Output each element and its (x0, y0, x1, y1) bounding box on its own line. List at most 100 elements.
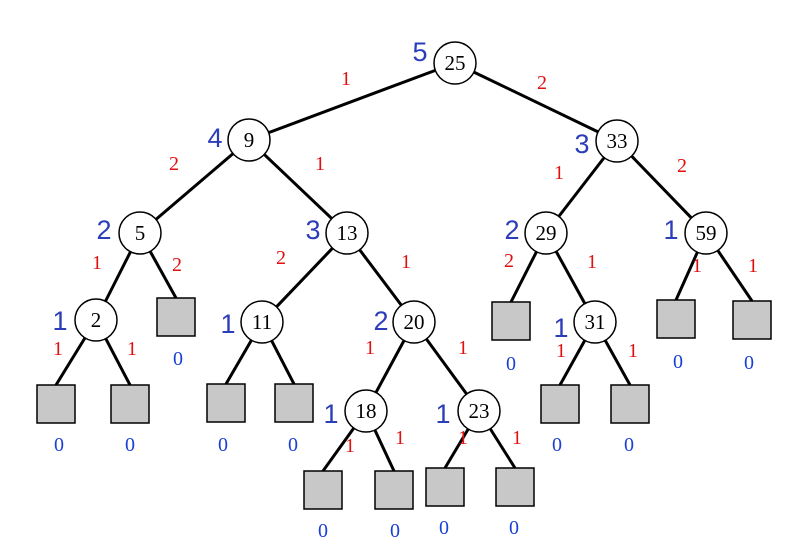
node-rank-label: 1 (553, 313, 568, 343)
null-leaf-square (610, 384, 650, 424)
null-leaf-square (732, 300, 772, 340)
null-leaf-square (491, 301, 531, 341)
node-key: 20 (404, 310, 425, 334)
leaf-l31l: 0 (540, 384, 580, 456)
node-rank-label: 5 (412, 37, 427, 67)
node-circle (524, 211, 568, 255)
edge-weight-label: 1 (345, 435, 355, 457)
node-key: 13 (337, 221, 358, 245)
tree-node-33: 333 (574, 119, 639, 163)
edge-weight-label: 2 (677, 155, 687, 177)
node-rank-label: 4 (207, 123, 222, 153)
null-leaf-square (156, 297, 196, 337)
leaf-l11l: 0 (206, 383, 246, 456)
node-key: 11 (252, 310, 272, 334)
edge-weight-label: 1 (395, 427, 405, 449)
leaf-l2l: 0 (36, 384, 76, 456)
null-leaf-square (425, 467, 465, 507)
edge-n23-l23r (488, 427, 517, 469)
edge-n18-l18r (373, 429, 396, 472)
edge-n13-n11 (275, 247, 334, 308)
edge-n31-l31r (603, 339, 632, 386)
edge-n31-l31l (558, 339, 587, 386)
edge-weight-label: 1 (458, 427, 468, 449)
leaf-rank-label: 0 (318, 520, 328, 542)
leaf-rank-label: 0 (390, 520, 400, 542)
node-circle (74, 298, 118, 342)
node-circle (240, 300, 284, 344)
edge-n9-n13 (263, 153, 333, 220)
node-rank-label: 2 (504, 215, 519, 245)
tree-node-18: 18 1 (323, 389, 388, 433)
edge-n5-n2 (104, 251, 132, 302)
leaf-rank-label: 0 (288, 434, 298, 456)
leaf-l2r: 0 (110, 384, 150, 456)
node-key: 2 (91, 308, 102, 332)
leaf-l59r: 0 (732, 300, 772, 374)
node-key: 33 (607, 129, 628, 153)
node-key: 9 (244, 128, 255, 152)
leaf-l5r: 0 (156, 297, 196, 370)
tree-node-59: 59 1 (663, 211, 728, 255)
tree-node-20: 202 (373, 300, 436, 344)
node-rank-label: 1 (323, 399, 338, 429)
leaf-l18r: 0 (374, 470, 414, 542)
leaf-rank-label: 0 (218, 434, 228, 456)
edge-n20-n18 (374, 339, 406, 394)
edge-n9-n5 (155, 152, 234, 221)
leaf-l18l: 0 (303, 470, 343, 542)
leaf-l59l: 0 (656, 299, 696, 373)
leaf-rank-label: 0 (552, 434, 562, 456)
edge-n33-n29 (557, 156, 606, 218)
edge-n25-n33 (473, 70, 599, 134)
leaf-rank-label: 0 (624, 434, 634, 456)
null-leaf-square (374, 470, 414, 510)
edge-weight-label: 2 (537, 72, 547, 94)
node-rank-label: 1 (663, 215, 678, 245)
tree-node-9: 94 (207, 118, 271, 162)
edge-n59-l59l (674, 251, 699, 301)
leaf-rank-label: 0 (125, 434, 135, 456)
node-key: 31 (585, 310, 606, 334)
node-rank-label: 1 (435, 399, 450, 429)
node-rank-label: 3 (305, 215, 320, 245)
edge-weight-label: 1 (458, 337, 468, 359)
node-rank-label: 1 (220, 309, 235, 339)
edge-weight-label: 2 (169, 153, 179, 175)
edge-n5-l5r (148, 250, 178, 299)
leaf-rank-label: 0 (509, 517, 519, 539)
node-circle (118, 211, 162, 255)
leaf-l29l: 0 (491, 301, 531, 375)
edge-n33-n59 (630, 155, 693, 219)
null-leaf-square (110, 384, 150, 424)
edge-n20-n23 (425, 338, 468, 395)
edge-weight-label: 2 (276, 247, 286, 269)
edge-n18-l18l (321, 427, 355, 472)
node-key: 59 (696, 221, 717, 245)
edge-n25-n9 (268, 68, 436, 135)
node-rank-label: 1 (52, 306, 67, 336)
edge-weight-label: 1 (401, 251, 411, 273)
edge-n11-l11r (270, 339, 296, 385)
leaf-rank-label: 0 (54, 434, 64, 456)
edge-weight-label: 1 (512, 427, 522, 449)
node-key: 5 (135, 221, 146, 245)
edge-weight-label: 1 (341, 68, 351, 90)
null-leaf-square (274, 383, 314, 423)
edge-weight-label: 1 (53, 338, 63, 360)
node-circle (344, 389, 388, 433)
edges-layer (54, 68, 754, 472)
tree-node-29: 292 (504, 211, 568, 255)
edge-weight-label: 1 (315, 153, 325, 175)
edge-weight-label: 1 (587, 251, 597, 273)
node-key: 18 (356, 399, 377, 423)
tree-node-11: 111 (220, 300, 284, 344)
node-circle (392, 300, 436, 344)
tree-node-13: 13 3 (305, 211, 369, 255)
edge-weight-label: 1 (556, 340, 566, 362)
edge-weight-label: 1 (692, 255, 702, 277)
leaf-rank-label: 0 (744, 352, 754, 374)
